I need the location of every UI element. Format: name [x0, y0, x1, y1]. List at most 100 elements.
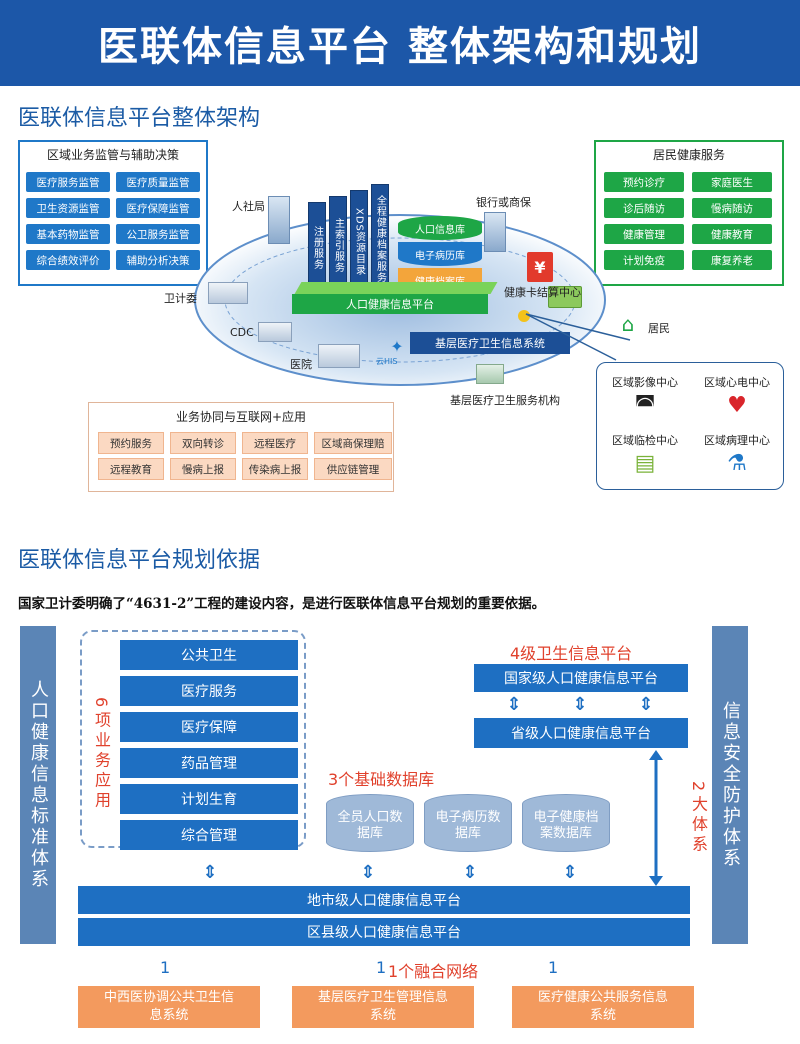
bottom-system-box: 医疗健康公共服务信息系统: [512, 986, 694, 1028]
center-connector-lines: [525, 313, 631, 361]
yuan-icon: ¥: [527, 252, 553, 282]
regional-center-label: 区域病理中心: [704, 434, 770, 447]
business-app-bar: 药品管理: [120, 748, 298, 778]
resident-item: 健康管理: [604, 224, 684, 244]
bottom-system-box: 基层医疗卫生管理信息系统: [292, 986, 474, 1028]
gov-item: 综合绩效评价: [26, 250, 110, 270]
hospital-label: 医院: [290, 358, 312, 371]
business-app-bar: 医疗服务: [120, 676, 298, 706]
regional-center-label: 区域影像中心: [612, 376, 678, 389]
bank-building-icon: [484, 212, 506, 252]
platform-top-face: [294, 282, 498, 294]
database-cylinder-shape: [424, 794, 512, 852]
regional-center-label: 区域心电中心: [704, 376, 770, 389]
planning-subtitle: 国家卫计委明确了“4631-2”工程的建设内容，是进行医联体信息平台规划的重要依…: [18, 596, 546, 612]
regional-center-label: 区域临检中心: [612, 434, 678, 447]
four-level-label: 4级卫生信息平台: [510, 644, 633, 663]
coop-item: 区域商保理赔: [314, 432, 392, 454]
imaging-icon: ◚: [634, 392, 656, 418]
health-commission-label: 卫计委: [164, 292, 197, 305]
cdc-building-icon: [258, 322, 292, 342]
primary-system-bar: 基层医疗卫生信息系统: [410, 332, 570, 354]
hrss-building-icon: [268, 196, 290, 244]
coop-item: 传染病上报: [242, 458, 308, 480]
hospital-building-icon: [318, 344, 360, 368]
coop-item: 预约服务: [98, 432, 164, 454]
primary-inst-building-icon: [476, 364, 504, 384]
header-banner: [0, 0, 800, 86]
coop-item: 供应链管理: [314, 458, 392, 480]
health-card-icon: [548, 286, 582, 308]
arrow-updown-3: ⇕: [638, 693, 654, 715]
gov-item: 卫生资源监管: [26, 198, 110, 218]
page-title: 医联体信息平台 整体架构和规划: [98, 24, 702, 70]
arrow-updown-1: ⇕: [506, 693, 522, 715]
platform-label: 人口健康信息平台: [292, 294, 488, 314]
network-one-3: 1: [548, 958, 559, 977]
database-label: 电子病历数据库: [435, 810, 501, 841]
service-tower: 注册服务: [308, 202, 326, 294]
database-label: 全员人口数据库: [337, 810, 403, 841]
cloud-his-label: 云HIS: [376, 357, 398, 366]
health-commission-building-icon: [208, 282, 248, 304]
gov-item: 医疗质量监管: [116, 172, 200, 192]
cdc-label: CDC: [230, 326, 254, 339]
network-one-1: 1: [160, 958, 171, 977]
city-platform-bar: 地市级人口健康信息平台: [78, 886, 690, 914]
card-center-label: 健康卡结算中心: [504, 286, 581, 299]
gov-item: 医疗保障监管: [116, 198, 200, 218]
residents-label: 居民: [648, 322, 670, 335]
arrow-updown-2: ⇕: [572, 693, 588, 715]
card-node-dot: [518, 310, 530, 322]
resident-item: 家庭医生: [692, 172, 772, 192]
long-vertical-arrow: [649, 750, 663, 886]
architecture-title: 医联体信息平台整体架构: [18, 106, 261, 131]
six-apps-label: 6项业务应用: [92, 696, 111, 812]
resident-item: 预约诊疗: [604, 172, 684, 192]
clipboard-icon: ▤: [634, 450, 656, 476]
regional-centers-box: [596, 362, 784, 490]
gov-item: 基本药物监管: [26, 224, 110, 244]
population-db-layer: 人口信息库: [398, 216, 482, 240]
hrss-label: 人社局: [232, 200, 265, 213]
county-platform-bar: 区县级人口健康信息平台: [78, 918, 690, 946]
gov-item: 医疗服务监管: [26, 172, 110, 192]
arrow-db2-city: ⇕: [462, 861, 478, 883]
security-system-column: 信息安全防护体系: [712, 626, 748, 944]
emr-db-layer: 电子病历库: [398, 242, 482, 266]
national-platform-box: 国家级人口健康信息平台: [474, 664, 688, 692]
one-network-label: 1个融合网络: [388, 962, 479, 981]
coop-item: 远程教育: [98, 458, 164, 480]
coop-item: 远程医疗: [242, 432, 308, 454]
resident-item: 康复养老: [692, 250, 772, 270]
coop-item: 慢病上报: [170, 458, 236, 480]
arrow-db1-city: ⇕: [360, 861, 376, 883]
resident-item: 健康教育: [692, 224, 772, 244]
gov-item: 辅助分析决策: [116, 250, 200, 270]
two-systems-label: 2大体系: [689, 780, 708, 856]
heart-icon: ♥: [727, 392, 747, 418]
bottom-system-box: 中西医协调公共卫生信息系统: [78, 986, 260, 1028]
service-tower: 主索引服务: [329, 196, 347, 294]
database-label: 电子健康档案数据库: [533, 810, 599, 841]
business-app-bar: 计划生育: [120, 784, 298, 814]
resident-box-title: 居民健康服务: [652, 147, 725, 162]
service-tower: 全程健康档案服务: [371, 184, 389, 294]
arrow-db3-city: ⇕: [562, 861, 578, 883]
planning-title: 医联体信息平台规划依据: [18, 548, 261, 573]
bank-label: 银行或商保: [476, 196, 531, 209]
business-app-bar: 综合管理: [120, 820, 298, 850]
cloud-his-icon: ✦: [390, 336, 404, 356]
arrow-apps-city: ⇕: [202, 861, 218, 883]
gov-box-title: 区域业务监管与辅助决策: [46, 147, 179, 162]
coop-item: 双向转诊: [170, 432, 236, 454]
service-tower: XDS资源目录: [350, 190, 368, 294]
business-app-bar: 公共卫生: [120, 640, 298, 670]
standard-system-column: 人口健康信息标准体系: [20, 626, 56, 944]
business-app-bar: 医疗保障: [120, 712, 298, 742]
residents-house-icon: ⌂: [621, 312, 635, 336]
primary-inst-label: 基层医疗卫生服务机构: [450, 394, 560, 407]
coop-box-title: 业务协同与互联网+应用: [175, 409, 307, 424]
provincial-platform-box: 省级人口健康信息平台: [474, 718, 688, 748]
resident-item: 慢病随访: [692, 198, 772, 218]
